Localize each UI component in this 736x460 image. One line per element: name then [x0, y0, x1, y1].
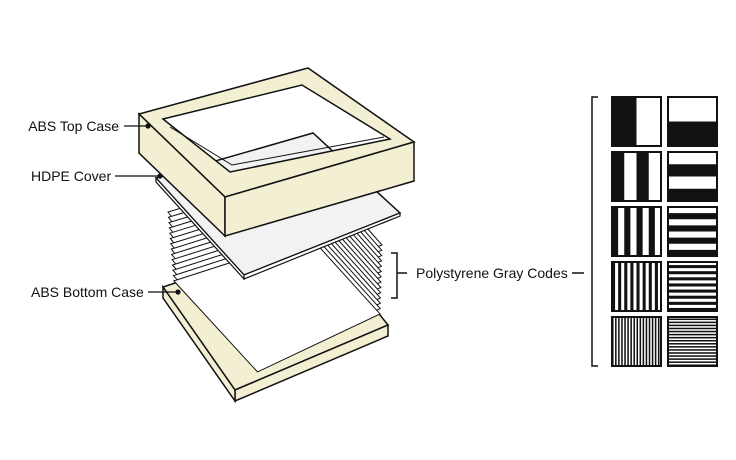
horizontal-gray-code-tile	[667, 261, 718, 312]
label-bottom-case: ABS Bottom Case	[31, 284, 144, 300]
label-bottom-case-group: ABS Bottom Case	[31, 284, 181, 300]
gray-codes-bracket	[391, 252, 407, 299]
horizontal-gray-code-tile	[667, 151, 718, 202]
label-gray-codes: Polystyrene Gray Codes	[416, 265, 568, 281]
vertical-gray-code-tile	[611, 151, 662, 202]
vertical-gray-code-tile	[611, 261, 662, 312]
horizontal-gray-code-tile	[667, 96, 718, 147]
vertical-gray-code-tile	[611, 316, 662, 367]
gray-code-pattern-panel	[611, 96, 718, 367]
label-cover: HDPE Cover	[31, 168, 111, 184]
label-top-case-group: ABS Top Case	[28, 118, 151, 134]
horizontal-gray-code-tile	[667, 316, 718, 367]
label-top-case: ABS Top Case	[28, 118, 119, 134]
abs-top-case	[137, 67, 416, 238]
label-cover-group: HDPE Cover	[31, 168, 163, 184]
vertical-gray-code-tile	[611, 96, 662, 147]
gray-code-panel-bracket	[591, 96, 598, 367]
horizontal-gray-code-tile	[667, 206, 718, 257]
vertical-gray-code-tile	[611, 206, 662, 257]
